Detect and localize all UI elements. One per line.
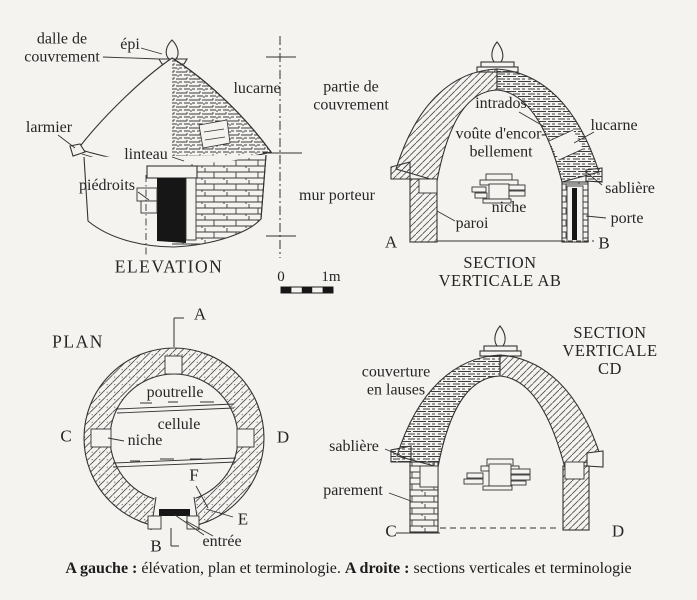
- marker-b-section: B: [598, 233, 610, 253]
- figure-caption: A gauche : élévation, plan et terminolog…: [0, 560, 697, 578]
- label-niche-plan: niche: [127, 432, 163, 450]
- label-parement: parement: [323, 482, 383, 500]
- label-niche-section-ab: niche: [491, 199, 527, 217]
- caption-right-text: sections verticales et terminologie: [409, 560, 632, 577]
- label-intrados: intrados: [475, 95, 527, 113]
- marker-e-plan: E: [237, 509, 249, 529]
- label-cellule: cellule: [157, 416, 201, 434]
- registration-marks: [263, 36, 302, 258]
- label-linteau: linteau: [124, 146, 168, 164]
- marker-d-plan: D: [276, 427, 290, 447]
- label-entree: entrée: [202, 533, 242, 551]
- label-mur-porteur: mur porteur: [299, 187, 375, 205]
- label-piedroits: piédroits: [79, 177, 135, 195]
- scale-bar: [280, 286, 334, 294]
- label-sabliere-section-cd: sablière: [329, 438, 379, 456]
- marker-b-plan: B: [150, 536, 162, 556]
- label-poutrelle: poutrelle: [146, 384, 204, 402]
- caption-right-bold: A droite :: [344, 560, 410, 577]
- scale-one-meter-label: 1m: [321, 268, 341, 285]
- label-porte: porte: [610, 210, 644, 228]
- marker-d-section: D: [611, 521, 625, 541]
- title-plan: PLAN: [52, 331, 104, 352]
- caption-left-bold: A gauche :: [65, 560, 138, 577]
- label-partie-de-couvrement: partie de couvrement: [313, 78, 389, 113]
- elevation-drawing: [57, 39, 272, 257]
- label-dalle-de-couvrement: dalle de couvrement: [24, 30, 100, 65]
- marker-f-plan: F: [189, 465, 199, 485]
- label-paroi: paroi: [455, 215, 489, 233]
- label-lucarne-section-ab: lucarne: [590, 117, 638, 135]
- scale-zero-label: 0: [277, 268, 285, 285]
- label-larmier: larmier: [25, 119, 73, 137]
- plan-drawing: [83, 317, 265, 547]
- marker-a-plan: A: [193, 304, 207, 324]
- title-section-verticale-cd: SECTION VERTICALE CD: [562, 322, 658, 379]
- title-section-verticale-ab: SECTION VERTICALE AB: [438, 252, 562, 290]
- caption-left-text: élévation, plan et terminologie.: [137, 560, 345, 577]
- title-elevation: ELEVATION: [114, 256, 224, 277]
- section-ab-drawing: [390, 41, 607, 243]
- label-epi: épi: [120, 36, 140, 54]
- marker-c-section: C: [385, 521, 397, 541]
- label-sabliere-section-ab: sablière: [605, 180, 655, 198]
- label-lucarne-elevation: lucarne: [233, 80, 281, 98]
- label-voute-encorbellement: voûte d'encor- bellement: [455, 125, 547, 160]
- marker-a-section: A: [384, 232, 398, 252]
- section-cd-drawing: [384, 325, 604, 534]
- marker-c-plan: C: [60, 426, 72, 446]
- label-couverture-en-lauses: couverture en lauses: [361, 363, 431, 398]
